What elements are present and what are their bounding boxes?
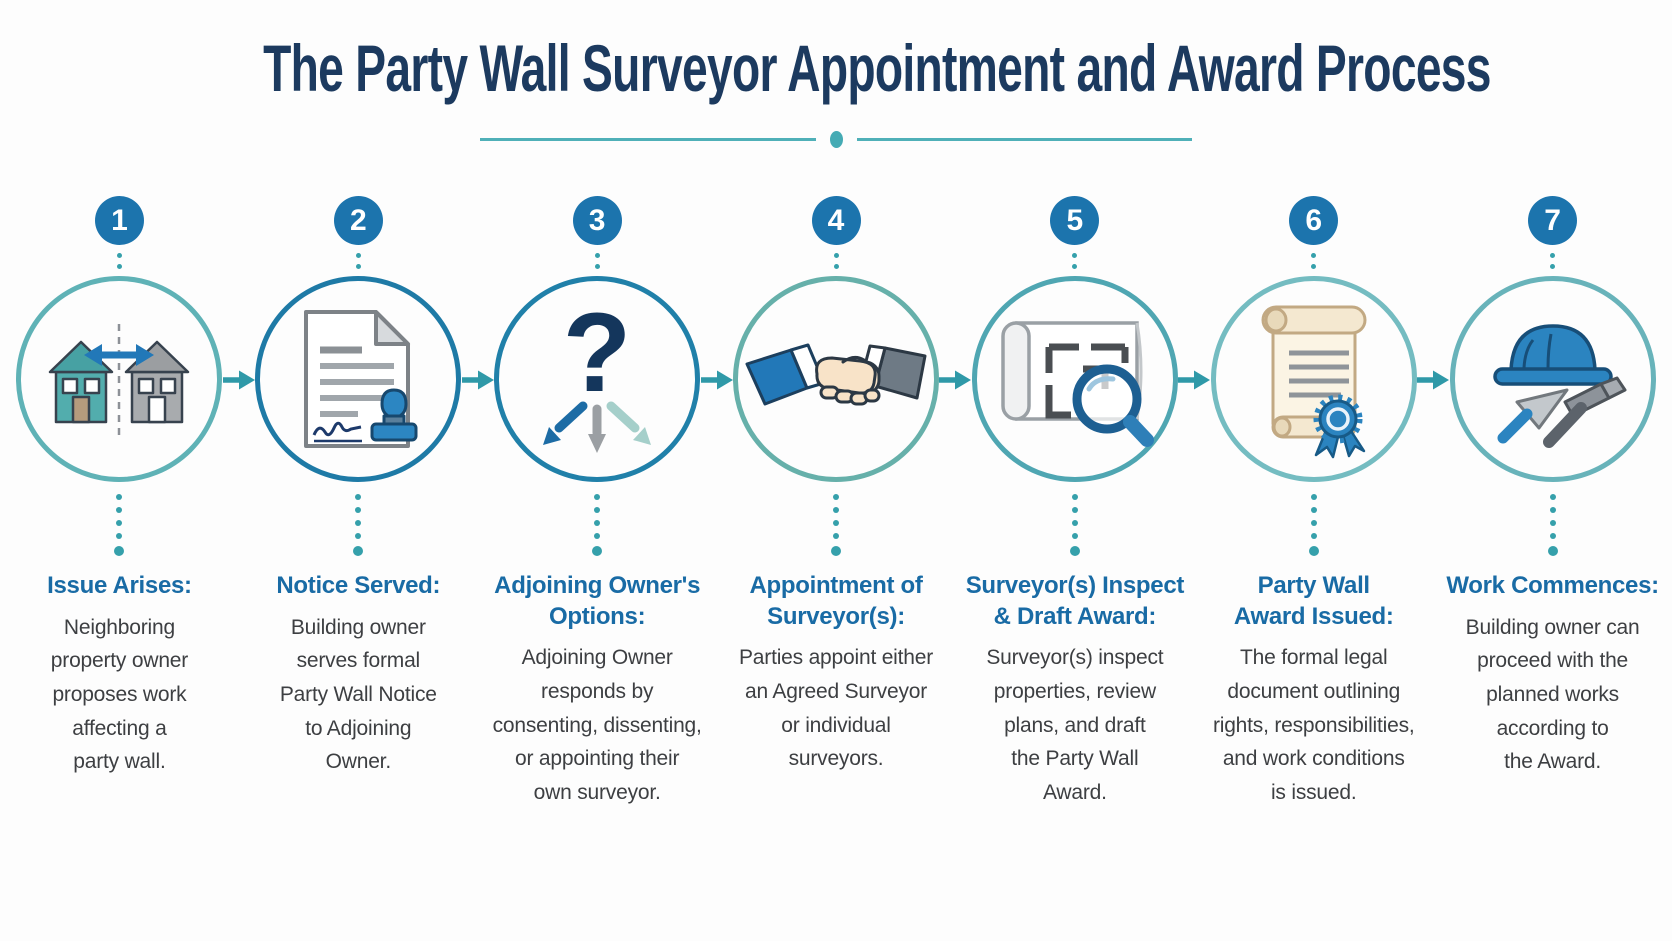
step-number-badge: 4 [811, 196, 861, 245]
step-5: 5 Survey [955, 196, 1194, 809]
divider-dot-icon [829, 130, 843, 148]
step-heading: Issue Arises: [47, 572, 192, 599]
step-icon-circle [733, 276, 939, 482]
divider-line [480, 137, 816, 141]
dotted-connector [353, 490, 364, 559]
step-3: 3 ? Adjoining Owner's Options: A [478, 196, 717, 809]
question-options-icon: ? [543, 303, 652, 453]
step-heading: Appointment of Surveyor(s): [749, 572, 923, 630]
step-number-badge: 1 [94, 196, 144, 245]
step-number-badge: 2 [333, 196, 383, 245]
step-number-badge: 7 [1528, 196, 1578, 245]
step-number-badge: 3 [572, 196, 622, 245]
dotted-connector [114, 490, 125, 559]
step-description: The formal legal document outlining righ… [1212, 646, 1415, 804]
page-title: The Party Wall Surveyor Appointment and … [263, 31, 1491, 105]
dotted-connector [831, 490, 841, 559]
dotted-connector [116, 250, 122, 272]
step-icon-circle [1210, 276, 1417, 482]
dotted-connector [1311, 250, 1317, 272]
step-1: 1 [0, 196, 239, 809]
step-heading: Surveyor(s) Inspect & Draft Award: [965, 572, 1185, 630]
houses-party-wall-icon [49, 324, 190, 436]
step-description: Adjoining Owner responds by consenting, … [492, 646, 702, 804]
step-7: 7 Work Commences: Building o [1433, 196, 1672, 809]
step-number-badge: 6 [1289, 196, 1339, 245]
dotted-connector [592, 490, 603, 559]
step-description: Surveyor(s) inspect properties, review p… [986, 646, 1164, 804]
step-icon-circle [255, 276, 462, 482]
dotted-connector [1550, 250, 1556, 272]
step-2: 2 [239, 196, 478, 809]
step-icon-circle [971, 276, 1178, 482]
dotted-connector [1547, 490, 1558, 559]
dotted-connector [1069, 490, 1080, 559]
arrow-right-icon [222, 370, 255, 390]
construction-tools-icon [1492, 324, 1627, 448]
arrow-right-icon [461, 370, 494, 390]
dotted-connector [833, 250, 839, 272]
step-number-badge: 5 [1050, 196, 1100, 245]
step-description: Neighboring property owner proposes work… [50, 615, 189, 774]
step-4: 4 [717, 196, 956, 809]
title-divider [480, 130, 1192, 148]
dotted-connector [355, 250, 361, 272]
process-steps-row: 1 [0, 196, 1672, 809]
arrow-right-icon [939, 370, 972, 390]
dotted-connector [594, 250, 600, 272]
notice-document-icon [304, 310, 418, 448]
step-icon-circle [1449, 276, 1656, 482]
svg-text:?: ? [563, 303, 631, 415]
handshake-icon [745, 343, 927, 406]
arrow-right-icon [700, 370, 733, 390]
step-heading: Adjoining Owner's Options: [494, 572, 701, 630]
arrow-right-icon [1178, 370, 1211, 390]
step-icon-circle [16, 276, 223, 482]
step-description: Parties appoint either an Agreed Surveyo… [738, 646, 934, 771]
step-description: Building owner serves formal Party Wall … [279, 615, 437, 774]
dotted-connector [1308, 490, 1319, 559]
arrow-right-icon [1417, 370, 1450, 390]
dotted-connector [1072, 250, 1078, 272]
step-heading: Notice Served: [276, 572, 441, 599]
step-heading: Party Wall Award Issued: [1233, 572, 1394, 630]
award-scroll-icon [1261, 305, 1367, 459]
step-description: Building owner can proceed with the plan… [1465, 615, 1640, 774]
step-6: 6 [1194, 196, 1433, 809]
divider-line [856, 137, 1192, 141]
blueprint-magnifier-icon [1001, 321, 1154, 447]
step-heading: Work Commences: [1446, 572, 1659, 599]
step-icon-circle: ? [494, 276, 701, 482]
